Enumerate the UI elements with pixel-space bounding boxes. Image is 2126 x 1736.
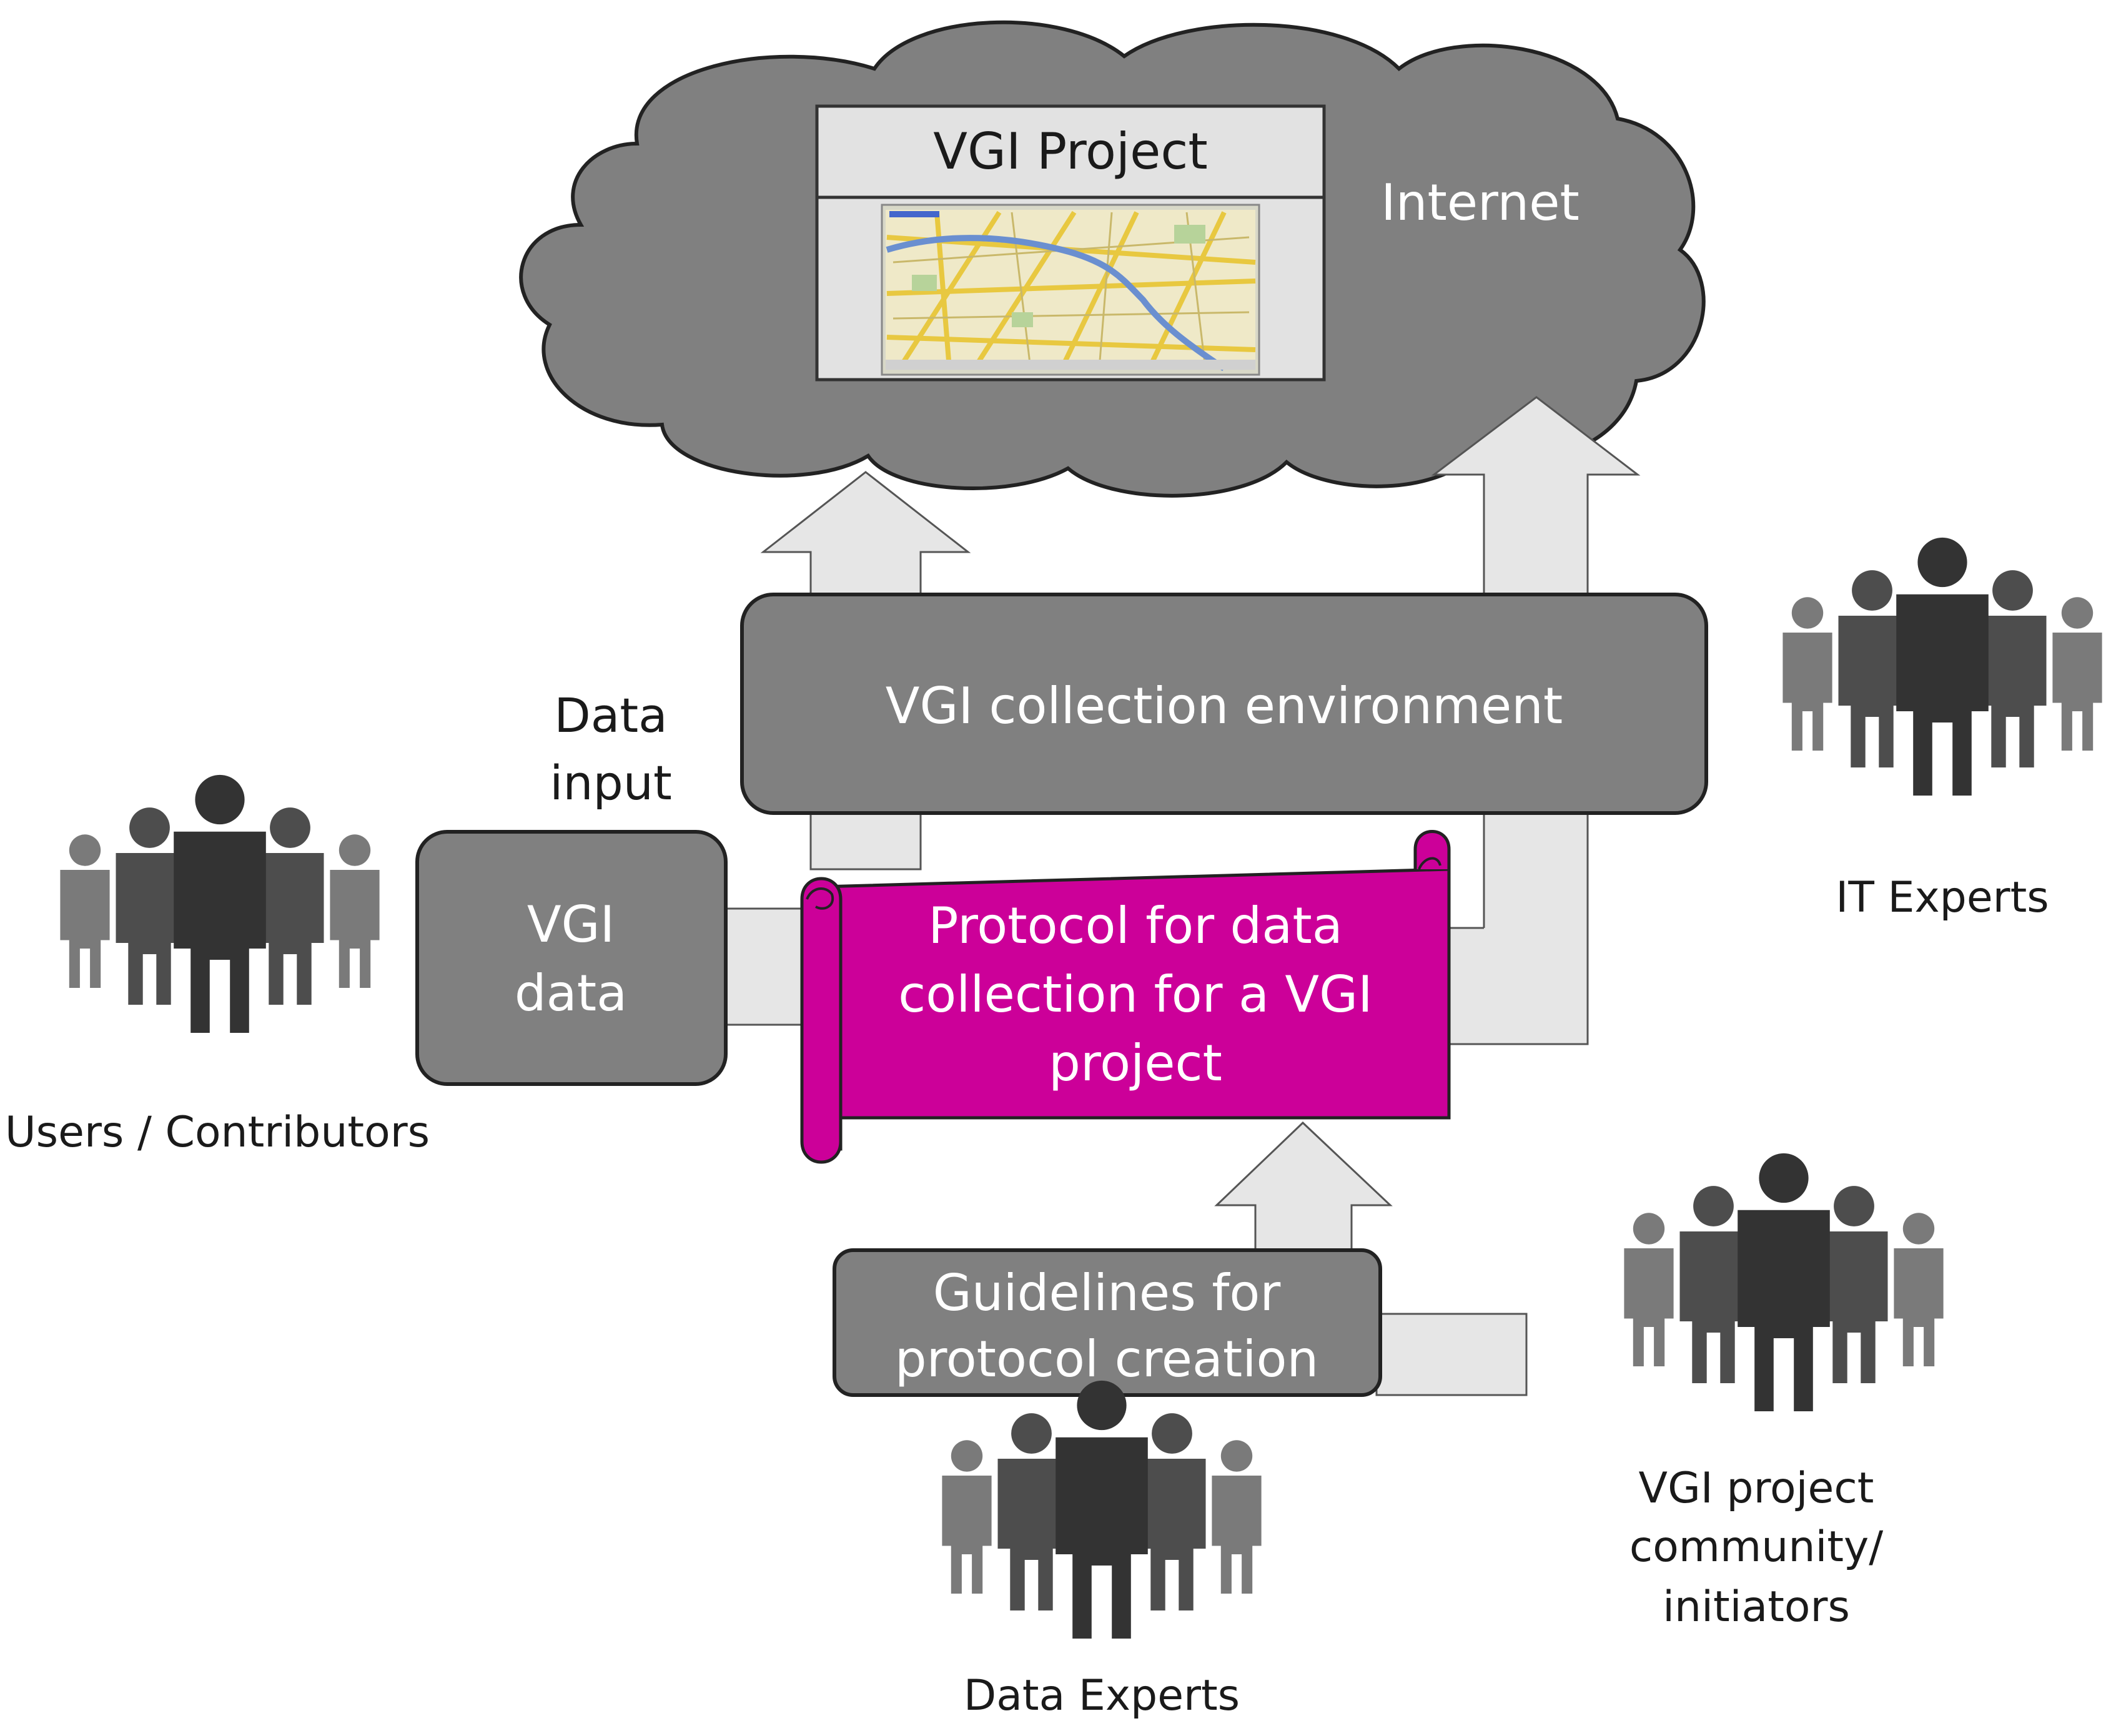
map-thumbnail [881,204,1260,376]
collection-env-label: VGI collection environment [886,677,1563,735]
it-experts-crowd-icon [1782,538,2102,796]
community-line2: community/ [1629,1522,1883,1572]
data-experts-group: Data Experts [942,1381,1261,1720]
protocol-scroll: Protocol for data collection for a VGI p… [800,830,1451,1164]
protocol-line3: project [1049,1034,1222,1092]
community-line1: VGI project [1639,1464,1874,1513]
users-contributors-group: Users / Contributors [5,775,430,1157]
community-line3: initiators [1663,1582,1850,1632]
data-experts-crowd-icon [942,1381,1261,1639]
guidelines-line1: Guidelines for [933,1264,1281,1322]
guidelines-connector [1375,1313,1528,1396]
it-experts-label: IT Experts [1836,873,2049,922]
protocol-line2: collection for a VGI [898,965,1372,1023]
data-input-line2: input [550,755,672,811]
data-experts-label: Data Experts [964,1671,1240,1720]
it-experts-group: IT Experts [1782,538,2102,922]
vgi-data-line2: data [515,964,627,1022]
data-input-line1: Data [554,688,667,743]
guidelines-line2: protocol creation [895,1330,1318,1388]
vgi-data-line1: VGI [527,895,615,954]
internet-label: Internet [1381,174,1580,232]
connector-protocol-right [1449,927,1588,1045]
users-contributors-label: Users / Contributors [5,1108,430,1157]
community-crowd-icon [1624,1153,1943,1411]
protocol-line1: Protocol for data [928,897,1342,955]
vgi-project-window: VGI Project [815,104,1326,382]
guidelines-box: Guidelines for protocol creation [833,1248,1382,1397]
vgi-project-title: VGI Project [933,122,1207,180]
users-crowd-icon [60,775,379,1033]
connector-data-protocol [723,907,813,1026]
vgi-collection-environment-box: VGI collection environment [740,593,1708,815]
data-input-label: Data input [550,688,672,811]
community-group: VGI project community/ initiators [1624,1153,1943,1632]
arrow-up-protocol [1214,1121,1393,1254]
vgi-data-box: VGI data [415,830,728,1086]
